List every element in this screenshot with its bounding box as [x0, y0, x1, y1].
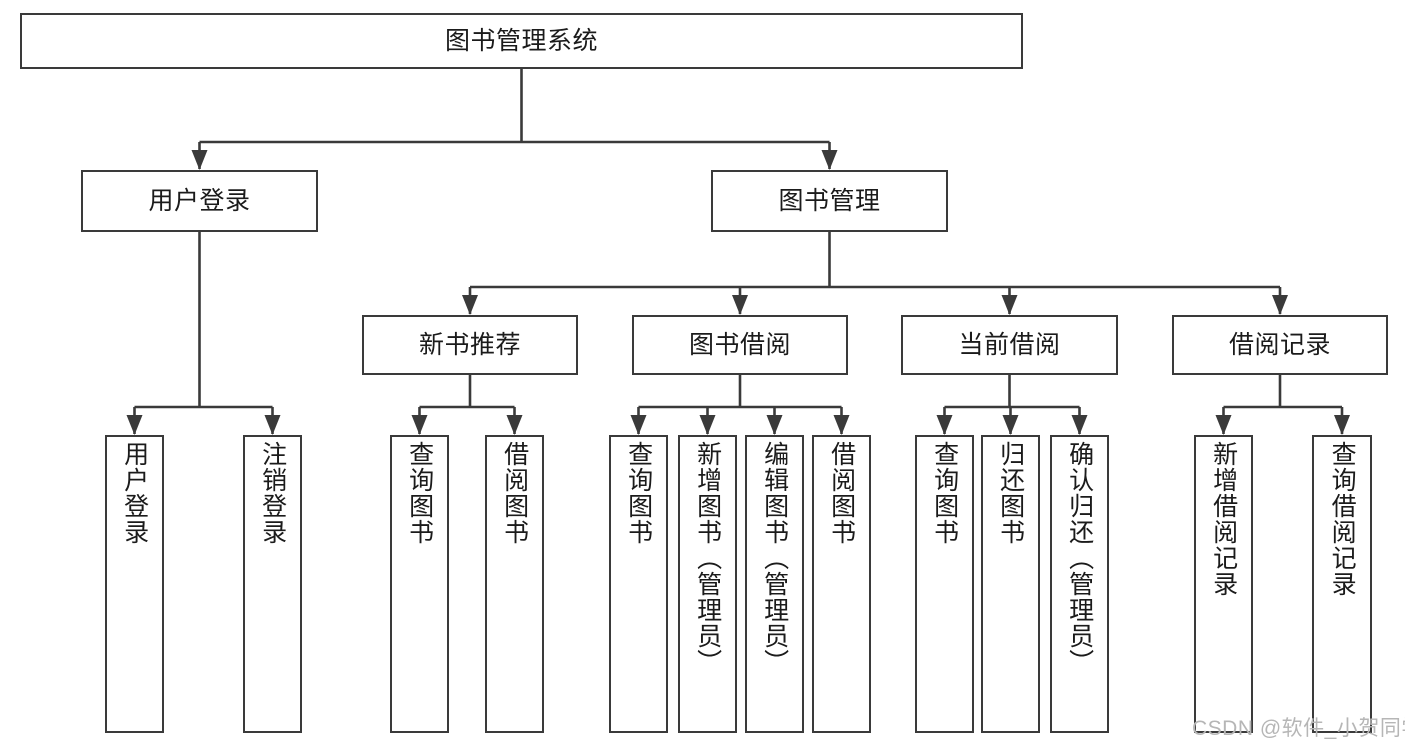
node-label: 图书管理系统: [444, 27, 598, 55]
node-label: 用户登录: [120, 441, 149, 545]
node-user-login[interactable]: 用户登录: [81, 170, 318, 232]
node-label: 图书借阅: [688, 331, 791, 359]
node-leaf-confirm-return-admin[interactable]: 确认归还（管理员）: [1050, 435, 1109, 733]
node-book-borrowing[interactable]: 图书借阅: [632, 315, 848, 375]
node-current-borrowing[interactable]: 当前借阅: [901, 315, 1118, 375]
node-leaf-edit-book-admin[interactable]: 编辑图书（管理员）: [745, 435, 804, 733]
node-leaf-add-borrow-record[interactable]: 新增借阅记录: [1194, 435, 1253, 733]
node-new-book-recommendation[interactable]: 新书推荐: [362, 315, 578, 375]
node-label: 借阅记录: [1228, 331, 1331, 359]
node-leaf-return-book[interactable]: 归还图书: [981, 435, 1040, 733]
node-leaf-borrow-book-1[interactable]: 借阅图书: [485, 435, 544, 733]
node-label: 用户登录: [148, 187, 251, 215]
node-label: 图书管理: [778, 187, 881, 215]
node-label: 借阅图书: [500, 441, 529, 545]
node-leaf-query-borrow-record[interactable]: 查询借阅记录: [1312, 435, 1372, 733]
node-label: 新书推荐: [418, 331, 521, 359]
node-label: 确认归还（管理员）: [1065, 441, 1094, 675]
node-book-management[interactable]: 图书管理: [711, 170, 948, 232]
node-leaf-query-book-2[interactable]: 查询图书: [609, 435, 668, 733]
node-leaf-user-login[interactable]: 用户登录: [105, 435, 164, 733]
node-label: 当前借阅: [958, 331, 1061, 359]
node-label: 归还图书: [996, 441, 1025, 545]
node-borrowing-records[interactable]: 借阅记录: [1172, 315, 1388, 375]
node-root-book-management-system[interactable]: 图书管理系统: [20, 13, 1023, 69]
node-label: 借阅图书: [827, 441, 856, 545]
node-label: 查询借阅记录: [1328, 441, 1357, 597]
node-leaf-query-book-1[interactable]: 查询图书: [390, 435, 449, 733]
node-label: 新增借阅记录: [1209, 441, 1238, 597]
node-leaf-borrow-book-2[interactable]: 借阅图书: [812, 435, 871, 733]
node-label: 查询图书: [405, 441, 434, 545]
node-leaf-query-book-3[interactable]: 查询图书: [915, 435, 974, 733]
node-label: 编辑图书（管理员）: [760, 441, 789, 675]
node-label: 新增图书（管理员）: [693, 441, 722, 675]
node-leaf-add-book-admin[interactable]: 新增图书（管理员）: [678, 435, 737, 733]
node-label: 注销登录: [258, 441, 287, 545]
node-label: 查询图书: [930, 441, 959, 545]
node-leaf-user-logout[interactable]: 注销登录: [243, 435, 302, 733]
csdn-watermark: CSDN @软件_小贺同学: [1192, 717, 1405, 740]
node-label: 查询图书: [624, 441, 653, 545]
